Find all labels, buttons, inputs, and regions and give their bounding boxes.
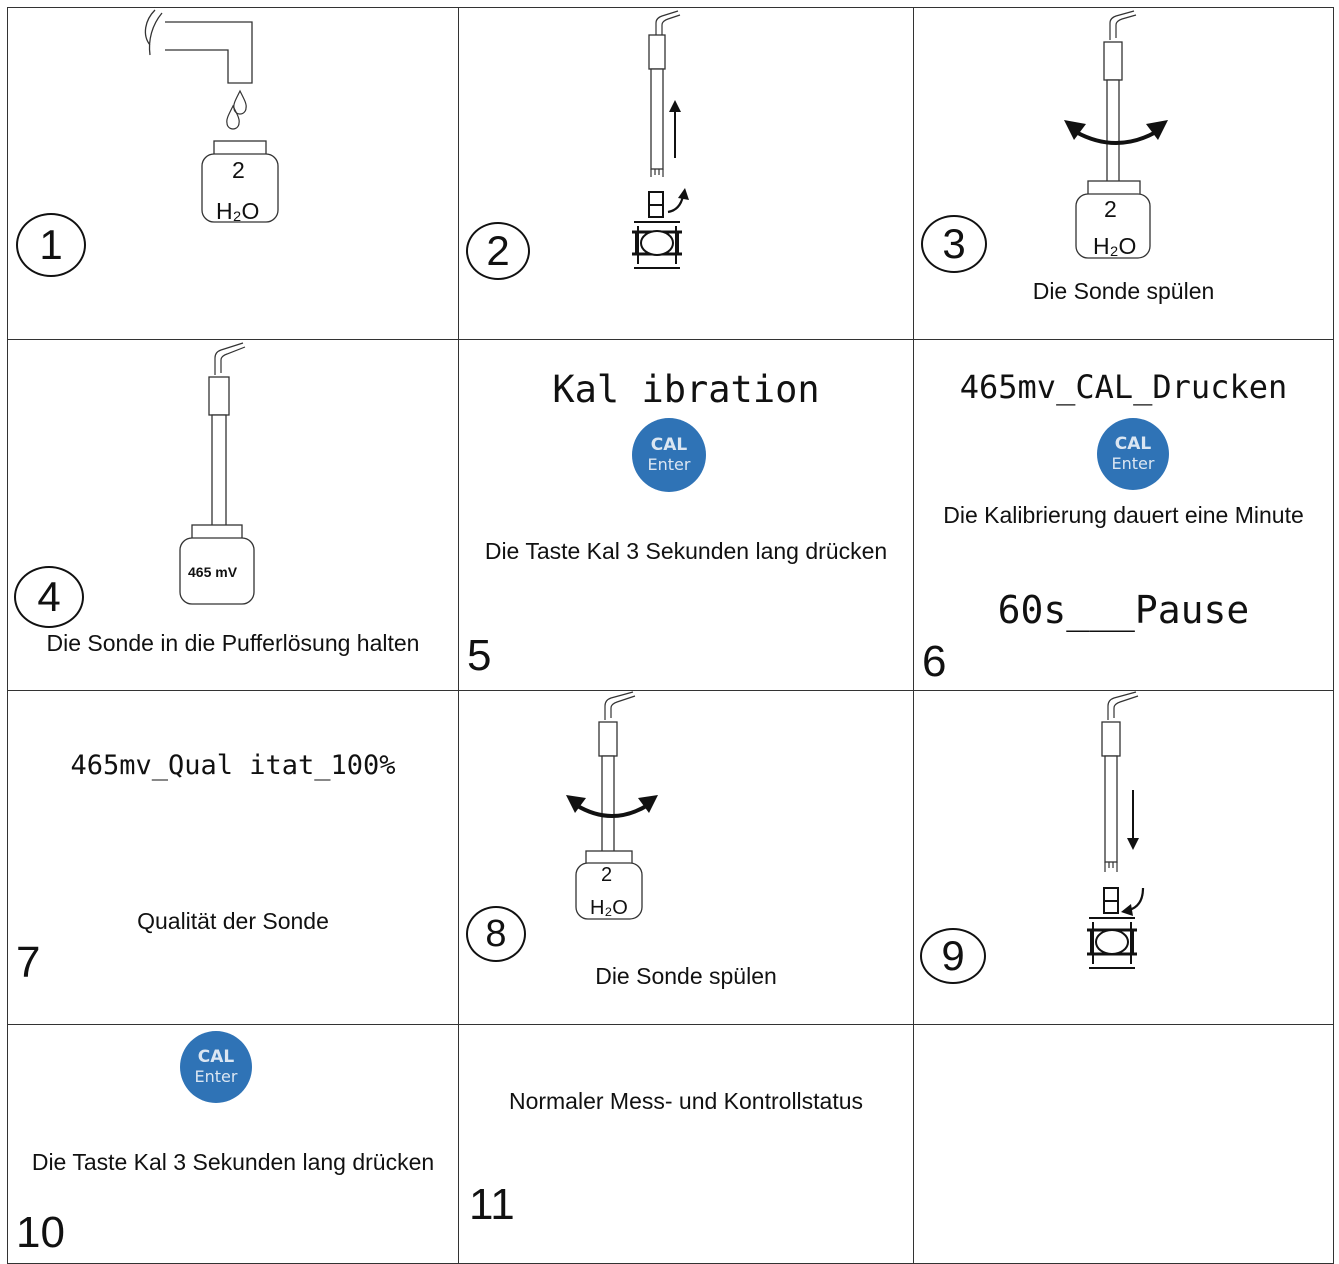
enter-label: Enter (1111, 454, 1155, 473)
step-number: 1 (16, 213, 86, 277)
step-caption: Die Sonde in die Pufferlösung halten (46, 630, 420, 656)
empty-cell (913, 1024, 1334, 1264)
bottle-label: H₂O (1093, 233, 1137, 259)
enter-label: Enter (194, 1067, 238, 1086)
cal-label: CAL (197, 1047, 235, 1067)
bottle-label: H₂O (216, 198, 260, 224)
step-number: 7 (16, 938, 41, 987)
step-caption: Die Taste Kal 3 Sekunden lang drücken (31, 1149, 435, 1175)
step-caption: Die Sonde spülen (595, 963, 777, 989)
step-11-cell (458, 1024, 914, 1264)
step-number: 8 (466, 906, 526, 962)
bottle-icon (179, 524, 255, 605)
step-number: 9 (920, 928, 986, 984)
display-text: 465mv_CAL_Drucken (959, 368, 1288, 406)
pipe-clamp-icon (1087, 887, 1145, 969)
cal-enter-button[interactable]: CAL Enter (180, 1031, 252, 1103)
step-caption: Normaler Mess- und Kontrollstatus (508, 1088, 864, 1114)
step-number: 3 (921, 215, 987, 273)
swirl-arrow-icon (566, 795, 658, 818)
step-number: 10 (16, 1208, 65, 1257)
timer-text: 60s___Pause (997, 588, 1250, 632)
step-7-cell (7, 690, 459, 1025)
cal-enter-button[interactable]: CAL Enter (1097, 418, 1169, 490)
swirl-arrow-icon (1064, 120, 1168, 145)
probe-icon (598, 691, 636, 859)
cal-enter-button[interactable]: CAL Enter (632, 418, 706, 492)
bottle-top-label: 2 (1104, 196, 1117, 222)
probe-icon (1103, 10, 1137, 186)
cal-label: CAL (1114, 434, 1152, 454)
up-arrow-icon (669, 100, 681, 158)
probe-icon (1101, 691, 1139, 872)
bottle-icon (201, 140, 279, 223)
probe-icon (208, 342, 246, 528)
step-number: 11 (469, 1180, 515, 1229)
bottle-top-label: 2 (232, 157, 245, 183)
display-text: 465mv_Qual itat_100% (70, 750, 396, 781)
pipe-clamp-icon (632, 188, 689, 269)
step-number: 4 (14, 566, 84, 628)
bottle-label: H₂O (590, 897, 628, 919)
step-caption: Qualität der Sonde (137, 908, 329, 934)
bottle-icon (1075, 180, 1151, 259)
step-number: 2 (466, 222, 530, 280)
enter-label: Enter (647, 455, 691, 474)
step-number: 5 (467, 631, 492, 680)
step-caption: Die Kalibrierung dauert eine Minute (943, 502, 1304, 528)
display-text: Kal ibration (552, 368, 820, 411)
down-arrow-icon (1127, 790, 1139, 850)
bottle-top-label: 2 (601, 864, 613, 886)
step-caption: Die Sonde spülen (1032, 278, 1215, 304)
bottle-icon (575, 850, 643, 920)
step-number: 6 (922, 637, 947, 686)
probe-icon (648, 10, 681, 177)
faucet-icon (144, 9, 253, 130)
step-caption: Die Taste Kal 3 Sekunden lang drücken (484, 538, 888, 564)
cal-label: CAL (650, 435, 688, 455)
bottle-label: 465 mV (188, 564, 238, 580)
